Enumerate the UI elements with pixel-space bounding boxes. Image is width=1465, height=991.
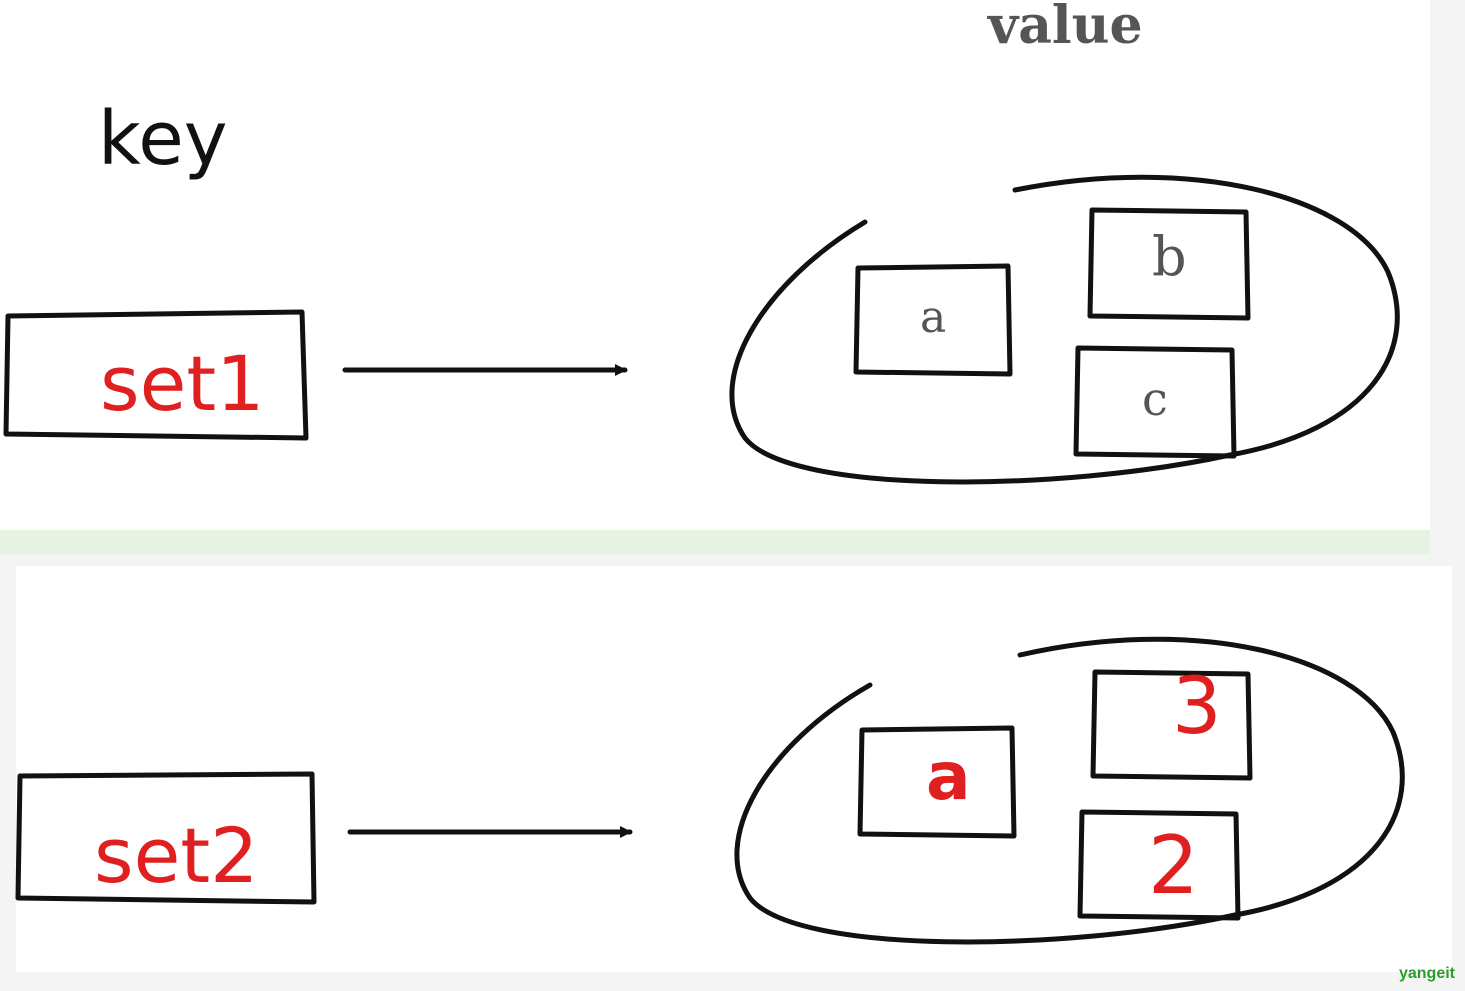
member-label-3-bottom: 3 xyxy=(1172,662,1222,752)
top-diagram-panel xyxy=(0,0,1430,530)
member-box-b-top xyxy=(1087,207,1251,321)
member-label-b-top: b xyxy=(1152,225,1187,288)
key-label-set2: set2 xyxy=(94,811,259,900)
member-box-c-top xyxy=(1073,345,1237,459)
set-outline-bottom xyxy=(734,636,1405,945)
member-box-a-top xyxy=(853,263,1013,377)
watermark-logo: yangeit xyxy=(1398,965,1455,982)
member-label-c-top: c xyxy=(1142,372,1168,426)
key-label-set1: set1 xyxy=(96,346,269,422)
key-header: key xyxy=(98,96,228,182)
bottom-diagram-panel xyxy=(16,566,1452,972)
member-box-3-bottom xyxy=(1090,669,1253,781)
set-outline-top xyxy=(729,174,1400,485)
key-box-set1 xyxy=(3,309,309,441)
panel-divider xyxy=(0,530,1430,554)
key-box-set2 xyxy=(15,771,317,905)
member-box-2-bottom xyxy=(1077,809,1241,921)
member-label-a-top: a xyxy=(920,292,947,343)
value-header: value xyxy=(988,0,1143,56)
member-box-a-bottom xyxy=(857,725,1017,839)
member-label-2-bottom: 2 xyxy=(1148,819,1199,912)
member-label-a-bottom: a xyxy=(926,738,971,815)
